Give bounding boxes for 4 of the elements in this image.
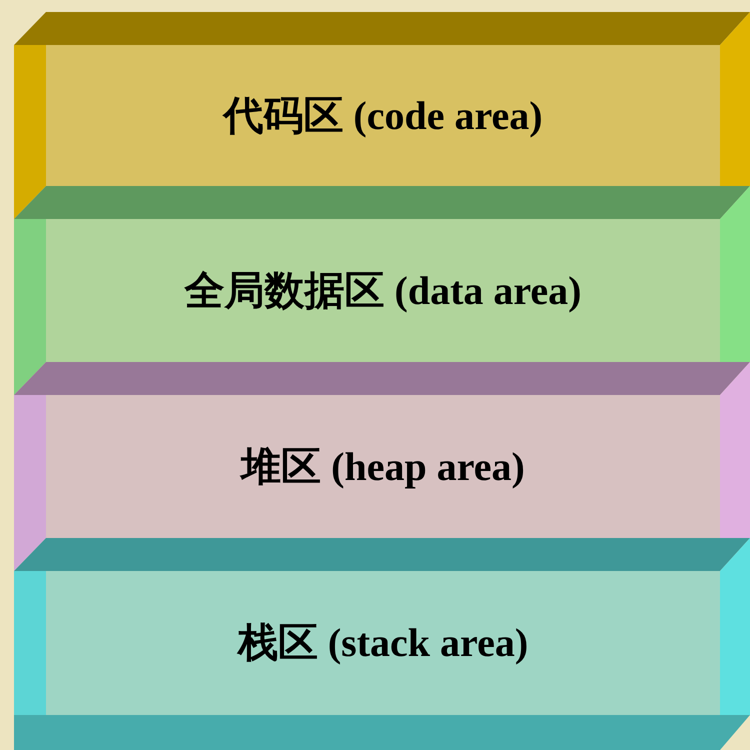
segment-label: 全局数据区 (data area)	[183, 266, 582, 314]
segment-label: 堆区 (heap area)	[238, 442, 526, 490]
segment-label: 栈区 (stack area)	[236, 619, 530, 667]
segment-label: 代码区 (code area)	[222, 92, 544, 140]
